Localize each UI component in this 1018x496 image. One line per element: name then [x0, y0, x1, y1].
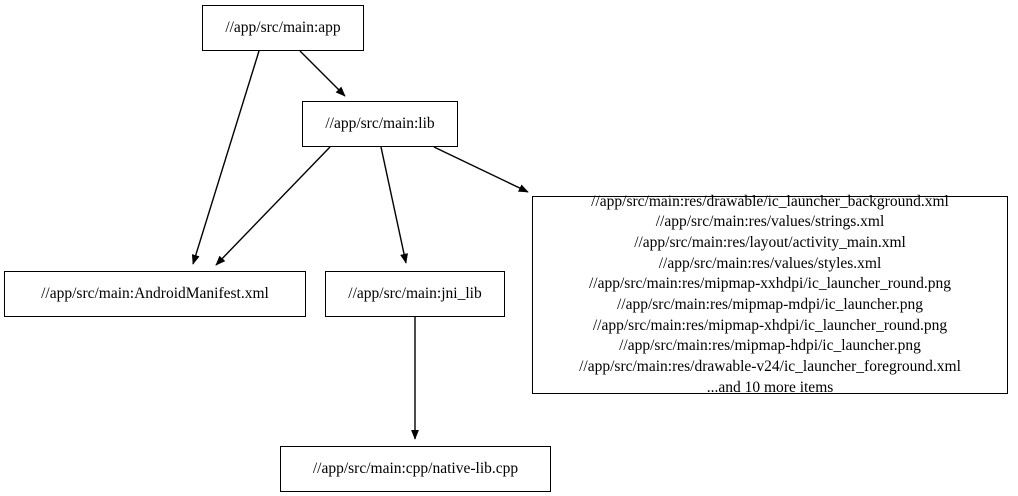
edge-app-to-manifest	[191, 50, 260, 265]
edge-lib-to-manifest	[215, 146, 331, 266]
edge-lib-to-jnilib	[380, 146, 408, 264]
graph-node-res-collection[interactable]: //app/src/main:res/drawable/ic_launcher_…	[532, 193, 1008, 396]
graph-node-lib[interactable]: //app/src/main:lib	[302, 101, 458, 147]
edge-app-to-lib	[299, 50, 346, 97]
graph-node-res-collection-label: //app/src/main:res/drawable/ic_launcher_…	[579, 192, 961, 396]
graph-node-androidmanifest-label: //app/src/main:AndroidManifest.xml	[41, 285, 269, 303]
graph-node-jni-lib[interactable]: //app/src/main:jni_lib	[325, 271, 505, 317]
graph-node-app[interactable]: //app/src/main:app	[202, 5, 364, 51]
graph-node-app-label: //app/src/main:app	[225, 19, 341, 37]
graph-node-androidmanifest[interactable]: //app/src/main:AndroidManifest.xml	[4, 271, 306, 317]
graph-node-lib-label: //app/src/main:lib	[325, 115, 435, 133]
graph-node-jni-lib-label: //app/src/main:jni_lib	[348, 285, 482, 303]
graph-node-native-lib-cpp-label: //app/src/main:cpp/native-lib.cpp	[312, 460, 519, 478]
edge-lib-to-reslist	[433, 146, 529, 193]
graph-node-native-lib-cpp[interactable]: //app/src/main:cpp/native-lib.cpp	[280, 446, 551, 492]
